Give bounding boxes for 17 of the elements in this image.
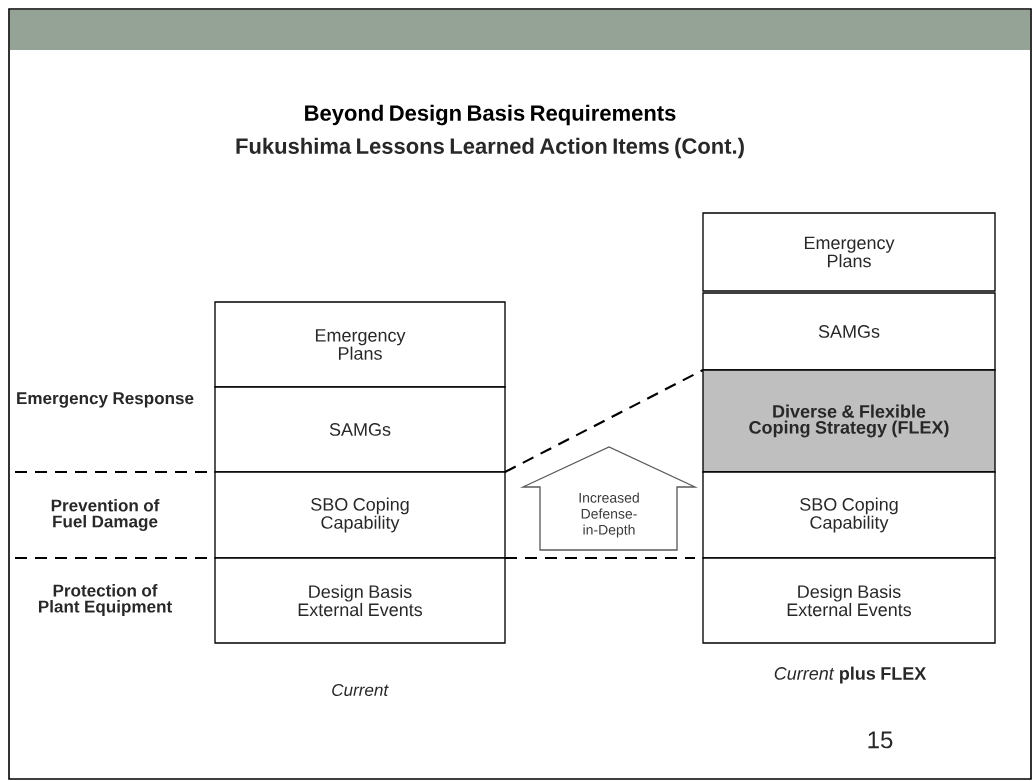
stack-box: Design Basis External Events — [702, 557, 996, 644]
category-label: Protection of Plant Equipment — [39, 584, 172, 616]
stack-box: SBO Coping Capability — [214, 471, 506, 559]
stack-box: Emergency Plans — [702, 212, 996, 292]
highlighted-box: Diverse & Flexible Coping Strategy (FLEX) — [702, 369, 996, 473]
stack-box: SAMGs — [702, 292, 996, 371]
title: Beyond Design Basis Requirements — [305, 104, 676, 126]
page-number: 15 — [868, 731, 893, 749]
category-label: Emergency Response — [17, 392, 194, 408]
category-label: Prevention of Fuel Damage — [51, 499, 160, 531]
caption: Current — [332, 683, 389, 697]
stack-box: SAMGs — [214, 386, 506, 473]
title-line: Fukushima Lessons Learned Action Items (Cont.) — [236, 137, 744, 159]
caption: Current plus FLEX — [774, 666, 927, 684]
stack-box: Design Basis External Events — [214, 557, 506, 644]
stack-box: Emergency Plans — [214, 301, 506, 388]
stack-box: SBO Coping Capability — [702, 471, 996, 559]
